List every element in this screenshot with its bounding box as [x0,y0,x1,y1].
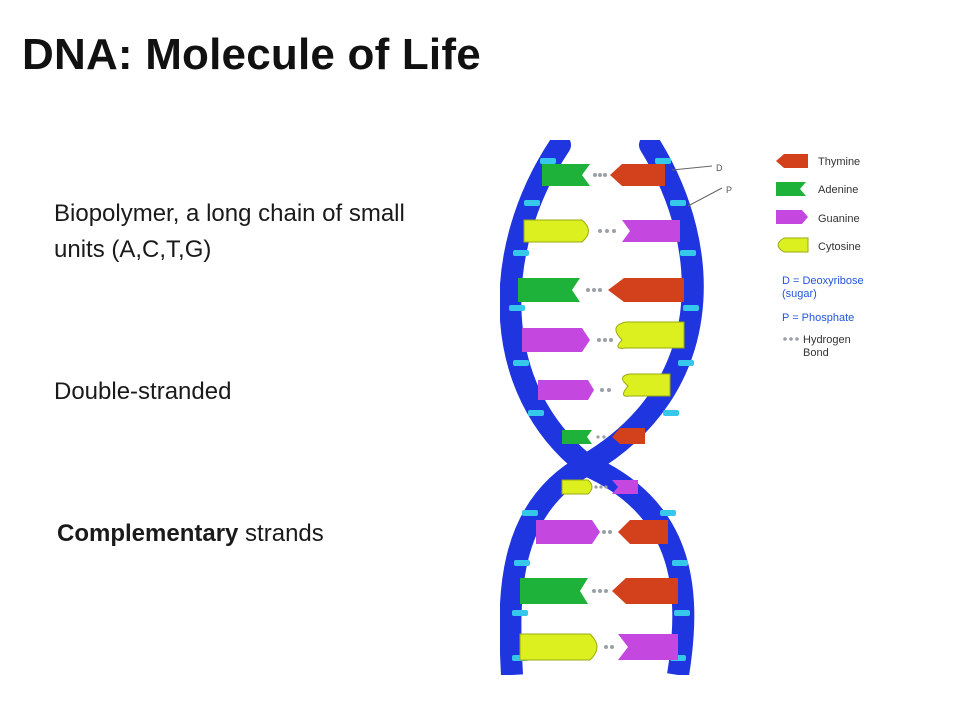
base-pair-10 [519,633,678,661]
key-deoxyribose: D = Deoxyribose [782,275,864,287]
key-deoxyribose-sugar: (sugar) [782,288,817,300]
base-pair-7 [561,479,638,495]
base-pair-6 [562,428,645,444]
legend-thymine-swatch [776,154,808,168]
key-hydrogen: Hydrogen [803,334,851,346]
bullet-complementary-rest: strands [238,520,324,547]
base-pair-3 [518,278,684,302]
legend-guanine-swatch [776,210,808,224]
backbone-right-upper [575,140,704,476]
legend-adenine-swatch [776,182,806,196]
bullet-biopolymer: Biopolymer, a long chain of small units … [54,200,405,263]
base-pair-9 [520,578,678,604]
diagram-key: D = Deoxyribose (sugar) P = Phosphate Hy… [782,275,864,359]
legend-cytosine-label: Cytosine [818,241,861,253]
base-legend: Thymine Adenine Guanine Cytosine [776,154,861,253]
base-pair-4 [522,321,685,352]
label-d: D [716,163,723,173]
legend-adenine-label: Adenine [818,184,858,196]
label-p: P [726,185,732,195]
pointer-labels: D P [671,163,732,207]
phosphate-bands [509,158,699,661]
legend-cytosine-swatch [777,237,809,253]
base-pair-2 [523,219,680,243]
key-hydrogen-dots [783,337,799,341]
hydrogen-bonds [586,173,616,649]
slide-title: DNA: Molecule of Life [22,30,481,79]
bullet-double-stranded: Double-stranded [54,378,232,405]
base-pair-5 [538,373,671,400]
backbone-left-upper [500,140,597,476]
bullet-complementary: Complementary strands [57,516,324,552]
backbone-left-lower [500,455,592,675]
key-bond: Bond [803,347,829,359]
key-phosphate: P = Phosphate [782,312,854,324]
legend-thymine-label: Thymine [818,156,860,168]
dna-diagram: D P Thymine Adenine Guanine Cytosine D =… [500,140,900,675]
legend-guanine-label: Guanine [818,213,860,225]
dna-helix-svg: D P Thymine Adenine Guanine Cytosine D =… [500,140,864,675]
base-pair-1 [542,164,665,186]
base-pairs [518,164,685,661]
base-pair-8 [536,520,668,544]
bullet-complementary-bold: Complementary [57,520,239,547]
